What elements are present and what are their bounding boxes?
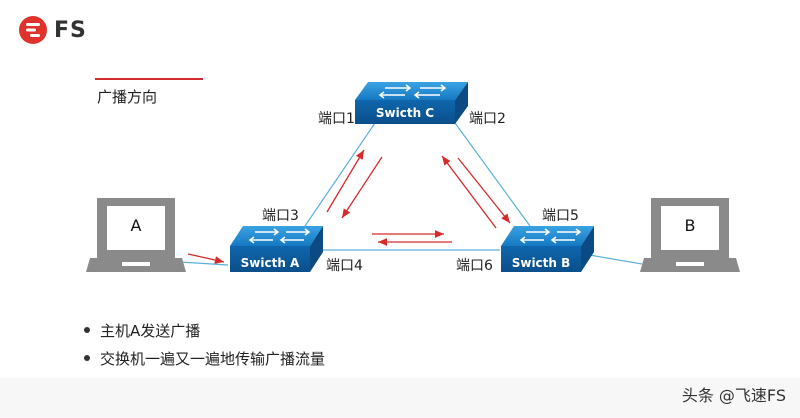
bullet-text: 主机A发送广播 xyxy=(100,321,201,340)
broadcast-arrow-b-to-c xyxy=(441,155,497,229)
host-a-laptop-icon xyxy=(86,198,186,272)
bullet-dot-icon xyxy=(84,327,90,333)
brand-logo: FS xyxy=(18,14,87,46)
switch-b-icon xyxy=(501,226,594,272)
footer-strip xyxy=(0,378,800,418)
link-hosta-a xyxy=(179,261,229,266)
broadcast-arrow-c-to-b xyxy=(457,157,511,224)
host-b-label: B xyxy=(684,216,696,235)
legend-arrow-line xyxy=(95,78,203,80)
switch-a-label: Swicth A xyxy=(240,256,300,270)
bullet-dot-icon xyxy=(84,355,90,361)
legend-label: 广播方向 xyxy=(97,88,158,106)
list-item: 主机A发送广播 xyxy=(84,316,325,344)
host-b-laptop-icon xyxy=(640,198,740,272)
port-label-3: 端口3 xyxy=(262,208,299,224)
port-label-6: 端口6 xyxy=(456,258,493,274)
bullet-text: 交换机一遍又一遍地传输广播流量 xyxy=(100,349,326,368)
host-a-label: A xyxy=(130,216,142,235)
broadcast-arrow-c-to-a xyxy=(341,156,383,219)
switch-b-label: Swicth B xyxy=(511,256,571,270)
link-c-b xyxy=(454,122,531,227)
bullet-list: 主机A发送广播 交换机一遍又一遍地传输广播流量 xyxy=(84,316,325,372)
switch-c-label: Swicth C xyxy=(375,106,435,120)
port-label-5: 端口5 xyxy=(542,208,579,224)
switch-c-icon xyxy=(355,82,468,124)
link-a-c xyxy=(304,122,376,227)
switch-a-icon xyxy=(230,226,323,272)
logo-text: FS xyxy=(54,17,87,43)
port-label-1: 端口1 xyxy=(318,111,355,127)
broadcast-arrow-hosta-to-a xyxy=(187,253,225,264)
fs-logo-icon xyxy=(19,16,47,44)
list-item: 交换机一遍又一遍地传输广播流量 xyxy=(84,344,325,372)
broadcast-arrow-a-to-c xyxy=(326,149,365,213)
port-label-4: 端口4 xyxy=(326,258,363,274)
port-label-2: 端口2 xyxy=(469,111,506,127)
source-watermark: 头条 @飞速FS xyxy=(681,386,786,405)
